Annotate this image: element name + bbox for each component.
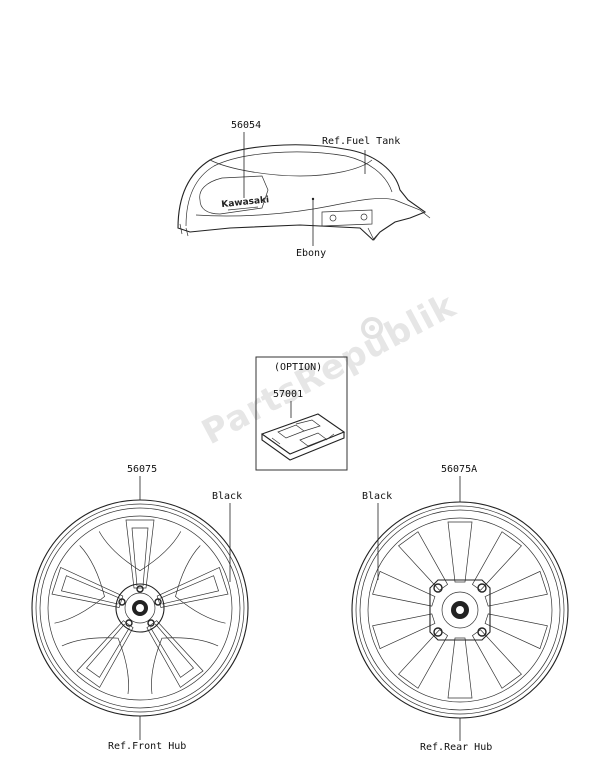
option-part-number: 57001: [273, 389, 303, 400]
fuel-tank-illustration: Kawasaki: [177, 144, 431, 241]
tank-decal-part-number: 56054: [231, 120, 261, 131]
tank-brand-logo: Kawasaki: [221, 195, 270, 210]
front-hub-ref-label: Ref.Front Hub: [108, 741, 186, 752]
front-wheel-spokes: [51, 519, 229, 695]
tank-color-label: Ebony: [296, 248, 326, 259]
option-decal-kit: [260, 413, 346, 461]
color-point-marker: [311, 197, 315, 201]
watermark-text: PartsRepublik: [195, 285, 462, 453]
rear-wheel-color-label: Black: [362, 491, 392, 502]
rear-wheel-part-number: 56075A: [441, 464, 477, 475]
rear-hub-ref-label: Ref.Rear Hub: [420, 742, 492, 753]
front-wheel-color-label: Black: [212, 491, 242, 502]
watermark: PartsRepublik: [195, 285, 462, 453]
front-wheel: [31, 499, 249, 717]
option-header: (OPTION): [274, 362, 322, 373]
gear-icon: [361, 317, 383, 339]
fuel-tank-ref-label: Ref.Fuel Tank: [322, 136, 400, 147]
option-box: (OPTION) 57001: [255, 356, 348, 471]
front-wheel-part-number: 56075: [127, 464, 157, 475]
rear-wheel: [351, 501, 569, 719]
